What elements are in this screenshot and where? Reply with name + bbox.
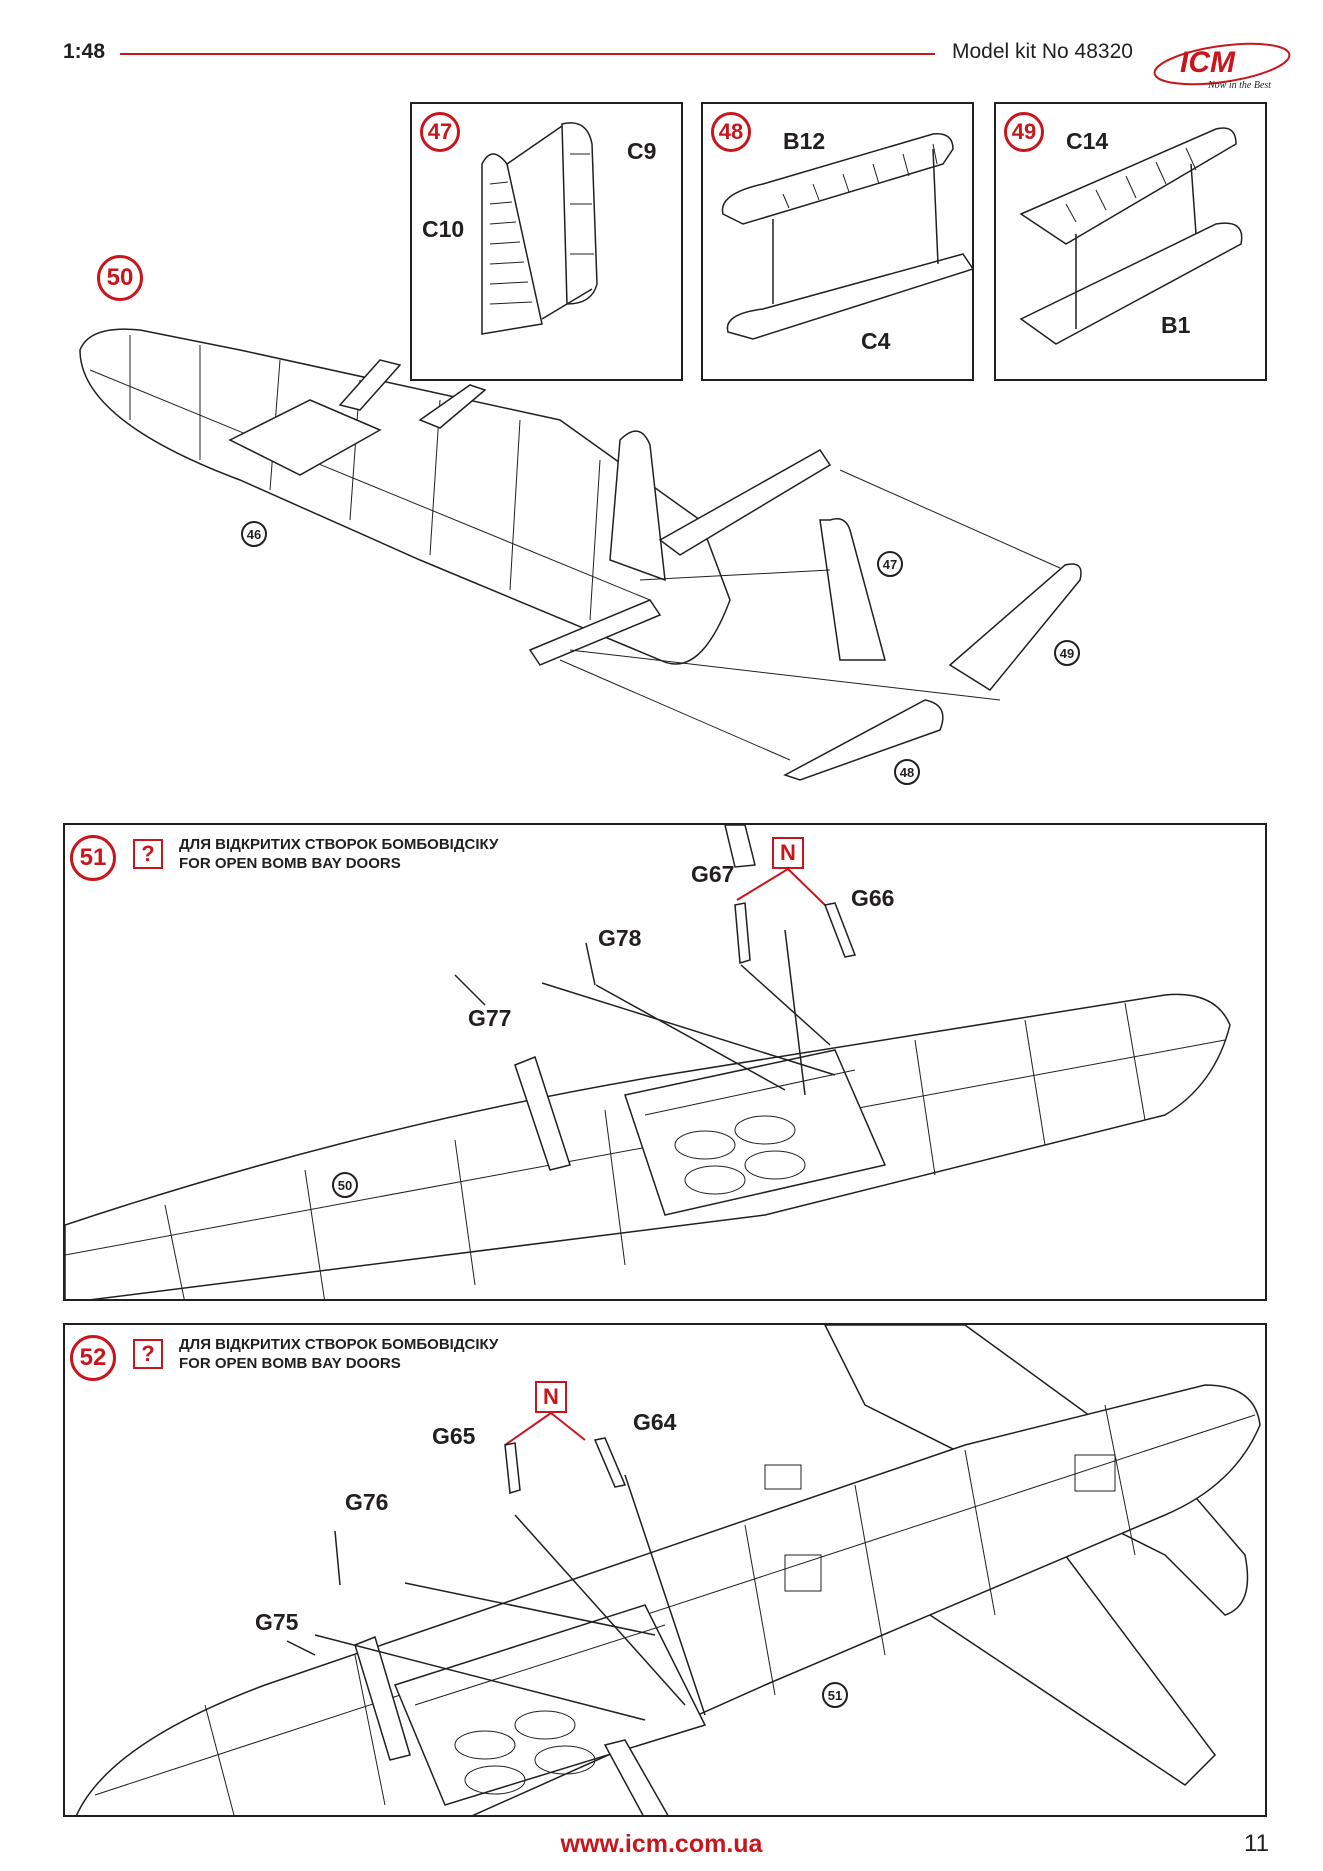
part-g66-label: G66 [851, 885, 895, 911]
option-question-icon: ? [133, 839, 163, 869]
fuselage-tail-assembly-drawing [79, 328, 1082, 781]
note-ua: ДЛЯ ВІДКРИТИХ СТВОРОК БОМБОВІДСІКУ [179, 836, 499, 853]
ref-49: 49 [1054, 640, 1080, 666]
part-g67-label: G67 [691, 861, 735, 887]
step-48-number: 48 [711, 112, 751, 152]
footer-url[interactable]: www.icm.com.ua [560, 1830, 763, 1858]
fin-rudder-drawing [481, 122, 598, 335]
logo-tagline: Now in the Best [1207, 80, 1271, 91]
page-number: 11 [1244, 1830, 1269, 1857]
step-48-panel: 48 B12 C4 [701, 102, 975, 381]
step-52-panel: 52 ? ДЛЯ ВІДКРИТИХ СТВОРОК БОМБОВІДСІКУ … [63, 1323, 1267, 1817]
scale-label: 1:48 [63, 40, 106, 63]
part-g64-label: G64 [633, 1409, 677, 1435]
ref-48: 48 [894, 759, 920, 785]
option-question-icon: ? [133, 1339, 163, 1369]
step-49-panel: 49 C14 B1 [994, 102, 1267, 381]
part-c9-label: C9 [627, 138, 657, 164]
part-g78-label: G78 [598, 925, 642, 951]
part-b12-label: B12 [783, 128, 826, 154]
part-c10-label: C10 [422, 216, 465, 242]
step-52-number: 52 [70, 1335, 116, 1381]
n-mark: N [535, 1381, 567, 1413]
ref-47: 47 [877, 551, 903, 577]
ref-51: 51 [822, 1682, 848, 1708]
step-49-number: 49 [1004, 112, 1044, 152]
step-51-panel: 51 ? ДЛЯ ВІДКРИТИХ СТВОРОК БОМБОВІДСІКУ … [63, 823, 1267, 1301]
part-b1-label: B1 [1161, 312, 1191, 338]
ref-46: 46 [241, 521, 267, 547]
bomb-bay-drawing [65, 825, 1231, 1299]
logo-text: ICM [1180, 46, 1236, 79]
part-g77-label: G77 [468, 1005, 512, 1031]
n-mark: N [772, 837, 804, 869]
ref-50: 50 [332, 1172, 358, 1198]
stabilizer-right-drawing [1019, 127, 1243, 345]
step-47-number: 47 [420, 112, 460, 152]
kit-number: Model kit No 48320 [952, 40, 1133, 63]
bomb-bay-drawing [76, 1325, 1261, 1815]
note-en: FOR OPEN BOMB BAY DOORS [179, 855, 401, 872]
step-47-panel: 47 C9 C10 [410, 102, 683, 381]
stabilizer-drawing [721, 133, 975, 340]
part-c14-label: C14 [1066, 128, 1109, 154]
part-g65-label: G65 [432, 1423, 476, 1449]
header-rule [120, 53, 935, 55]
step-50-number: 50 [97, 255, 143, 301]
icm-logo: ICM Now in the Best [1150, 38, 1300, 94]
note-en: FOR OPEN BOMB BAY DOORS [179, 1355, 401, 1372]
part-g76-label: G76 [345, 1489, 389, 1515]
part-c4-label: C4 [861, 328, 891, 354]
note-ua: ДЛЯ ВІДКРИТИХ СТВОРОК БОМБОВІДСІКУ [179, 1336, 499, 1353]
part-g75-label: G75 [255, 1609, 299, 1635]
step-51-number: 51 [70, 835, 116, 881]
